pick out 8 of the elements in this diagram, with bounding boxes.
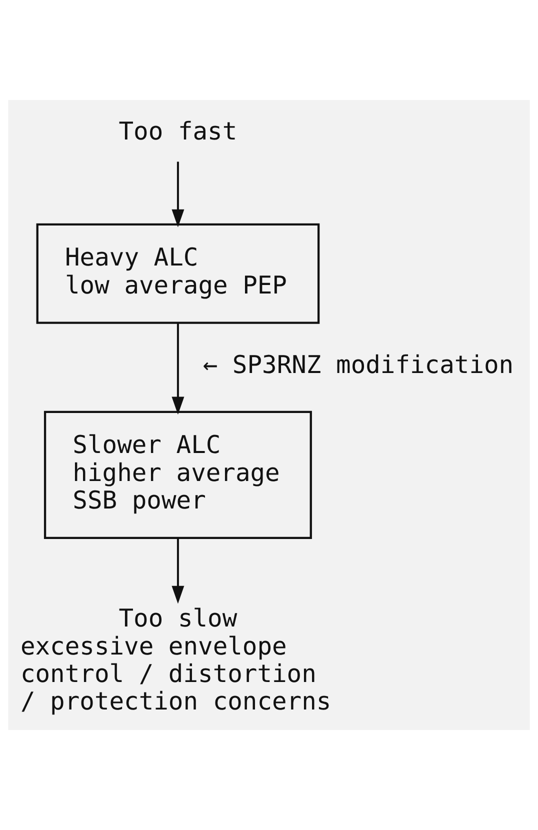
arrow (172, 323, 184, 415)
arrow (172, 162, 184, 228)
node-text: Too fast (118, 116, 238, 146)
node-text: Too slow excessive envelope control / distortion / protection concerns (20, 604, 332, 716)
node-box: Heavy ALC low average PEP (36, 223, 320, 324)
edge-label: ← SP3RNZ modification (202, 350, 514, 380)
arrow (172, 538, 184, 604)
node-box: Slower ALC higher average SSB power (44, 410, 312, 539)
